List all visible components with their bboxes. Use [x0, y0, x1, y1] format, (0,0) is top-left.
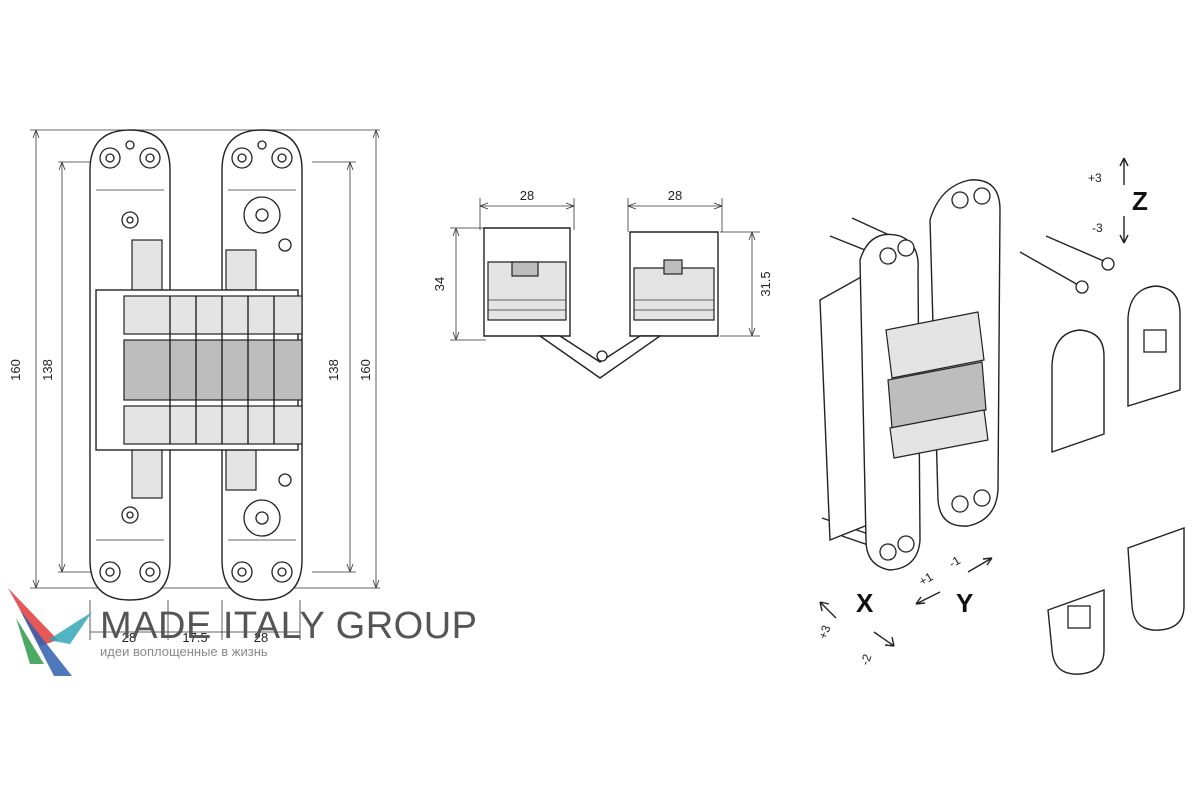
dim-bottom-a: 28	[122, 630, 136, 645]
x-minus-label: -2	[858, 652, 875, 667]
dim-total-right: 160	[358, 359, 373, 381]
front-view: 160 138 138 160 28 17.5 28	[8, 129, 380, 645]
dim-bottom-b: 17.5	[182, 630, 207, 645]
screws-top	[829, 217, 1115, 294]
y-minus-label: -1	[947, 553, 964, 571]
z-minus-label: -3	[1092, 221, 1103, 235]
axis-x-label: X	[856, 588, 874, 618]
y-plus-label: +1	[917, 569, 936, 588]
dim-mount-right: 138	[326, 359, 341, 381]
axis-z-label: Z	[1132, 186, 1148, 216]
isometric-view: Z +3 -3 X +3 -2 Y +1 -1	[816, 157, 1185, 675]
axis-y-label: Y	[956, 588, 973, 618]
dim-total-left: 160	[8, 359, 23, 381]
z-plus-label: +3	[1088, 171, 1102, 185]
watermark-logo	[8, 588, 92, 676]
watermark-brand: MADE ITALY GROUP	[100, 605, 478, 647]
dim-height-right: 31.5	[758, 271, 773, 296]
hinge-central-mechanism	[95, 289, 303, 451]
watermark: MADE ITALY GROUP идеи воплощенные в жизн…	[8, 588, 478, 676]
x-plus-label: +3	[816, 623, 834, 641]
top-view: 28 28 34 31.5	[432, 188, 773, 379]
watermark-tagline: идеи воплощенные в жизнь	[100, 644, 268, 659]
cover-caps	[1047, 285, 1185, 675]
dim-bottom-c: 28	[254, 630, 268, 645]
dim-width-right: 28	[668, 188, 682, 203]
dim-height-left: 34	[432, 277, 447, 291]
dim-mount-left: 138	[40, 359, 55, 381]
dim-width-left: 28	[520, 188, 534, 203]
